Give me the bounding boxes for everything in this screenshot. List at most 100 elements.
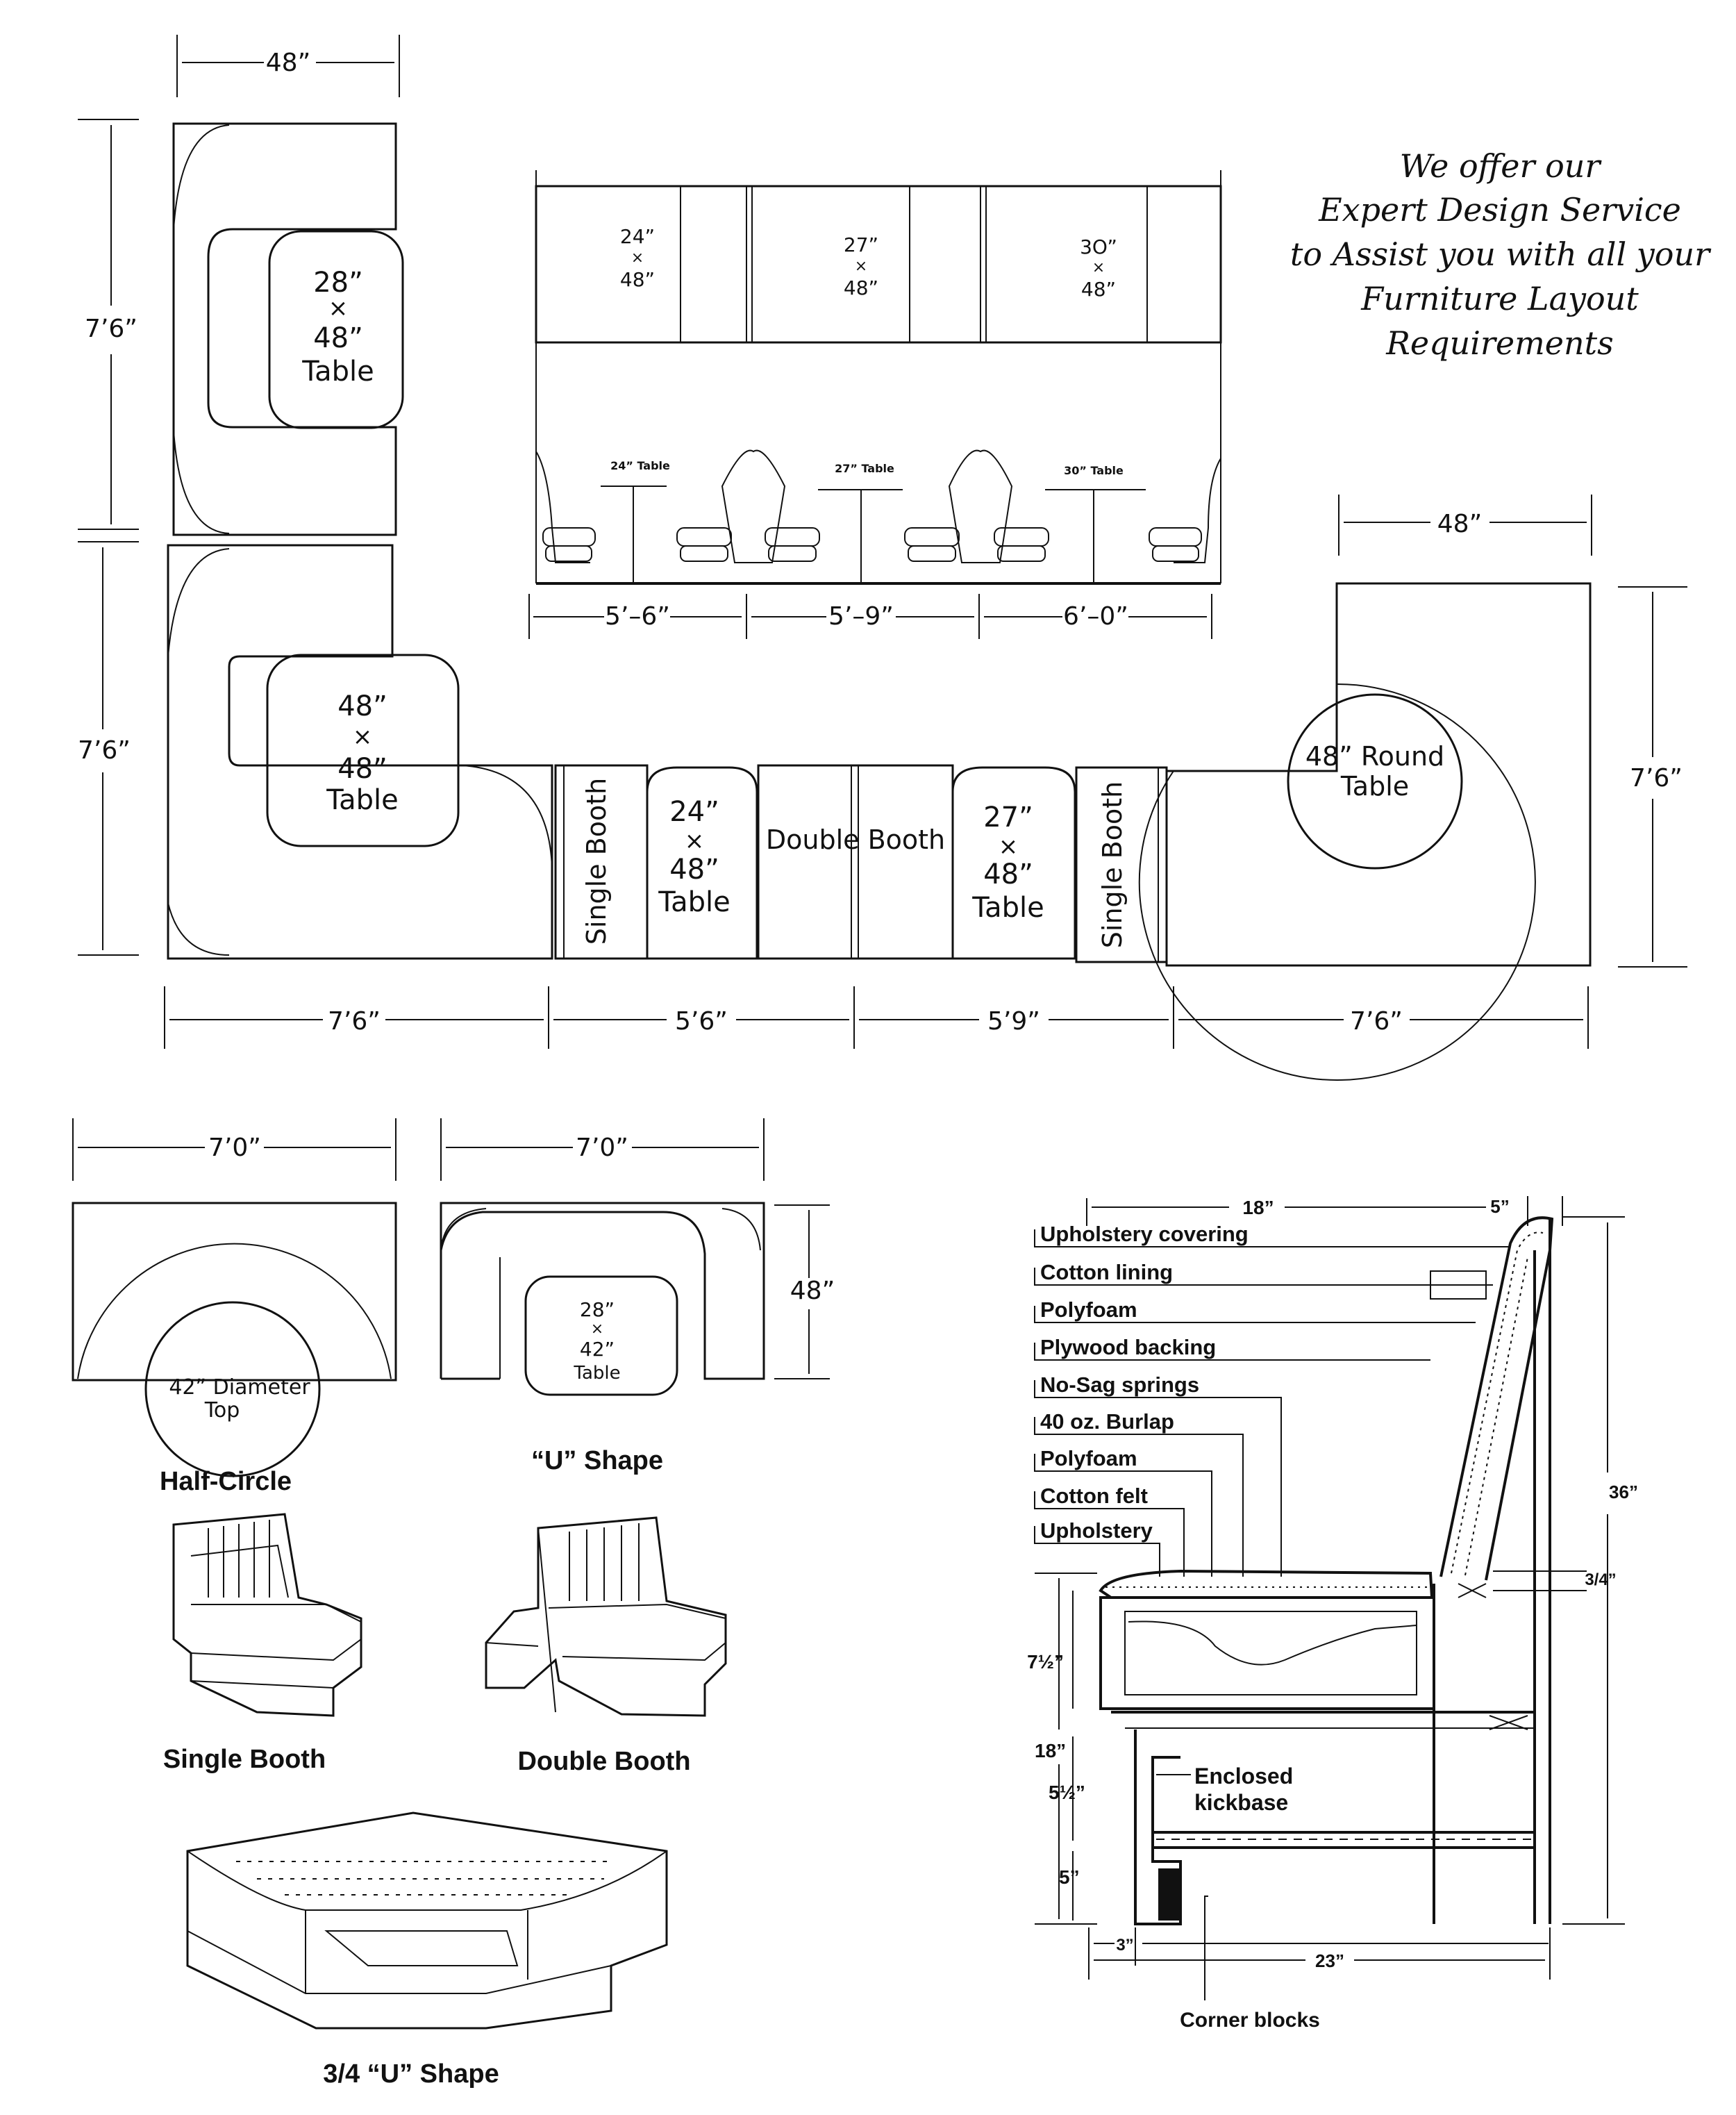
layer-label-7: Cotton felt xyxy=(1040,1484,1148,1508)
half-circle-top-label: 42” Diameter xyxy=(169,1375,310,1400)
floor-plan: 48” 7’6” 7’6” 28” × 48” Table 48” × 48” … xyxy=(78,35,1687,1081)
elev-t1-l3: 48” xyxy=(620,268,655,291)
u-shape-table xyxy=(524,1275,678,1396)
promo-line-1: We offer our xyxy=(1400,147,1603,185)
kickbase xyxy=(1134,1730,1182,1925)
double-booth-plan xyxy=(757,764,954,960)
dim-right-height: 7’6” xyxy=(1630,764,1683,793)
seat-box xyxy=(1099,1596,1435,1710)
elev-label-30: 30” Table xyxy=(1064,464,1124,477)
round-booth-outline xyxy=(1165,582,1592,967)
half-circle-caption: Half-Circle xyxy=(160,1467,292,1496)
layer-label-5: 40 oz. Burlap xyxy=(1040,1409,1174,1434)
half-circle-width: 7’0” xyxy=(208,1134,261,1162)
elev-t3-l1: 3O” xyxy=(1080,235,1117,258)
elev-dim-2: 5’–9” xyxy=(828,602,894,631)
elev-t2-l2: × xyxy=(855,258,867,275)
section-dim-plywood: 3/4” xyxy=(1585,1570,1616,1589)
double-booth-sketch: Double Booth xyxy=(485,1516,727,1776)
plywood-end xyxy=(1430,1270,1487,1300)
half-circle-table xyxy=(144,1301,321,1477)
layer-label-6: Polyfoam xyxy=(1040,1446,1137,1470)
layer-label-0: Upholstery covering xyxy=(1040,1222,1249,1246)
cross-section-detail: 18” 5” Upholstery covering Cotton lining… xyxy=(1027,1196,1638,2032)
three-quarter-u-sketch: 3/4 “U” Shape xyxy=(186,1811,668,2089)
elev-t3-l2: × xyxy=(1092,259,1105,276)
u-shape-table-l4: Table xyxy=(573,1363,620,1384)
corner-block xyxy=(1158,1868,1179,1921)
table-24-l2: × xyxy=(685,827,705,855)
elev-label-24: 24” Table xyxy=(610,459,670,472)
u-table-l1: 28” xyxy=(313,267,363,299)
section-dim-kick: 5½” xyxy=(1049,1782,1085,1803)
table-27-l1: 27” xyxy=(983,802,1033,833)
table-24-l4: Table xyxy=(658,886,730,918)
double-booth-label: Double Booth xyxy=(766,824,945,855)
promo-line-2: Expert Design Service xyxy=(1318,191,1681,229)
l-table-l4: Table xyxy=(326,784,398,816)
section-dim-base: 5” xyxy=(1059,1866,1080,1888)
elev-t1-l1: 24” xyxy=(620,225,655,248)
promo-line-5: Requirements xyxy=(1385,324,1613,362)
dim-left-lower: 7’6” xyxy=(78,736,131,765)
dim-bottom-4: 7’6” xyxy=(1350,1007,1403,1036)
round-table xyxy=(1287,693,1463,870)
dim-top-width: 48” xyxy=(266,49,310,77)
layer-label-3: Plywood backing xyxy=(1040,1335,1216,1359)
booth-elevation: 24” × 48” 27” × 48” 3O” × 48” xyxy=(528,170,1222,639)
u-shape-table-l3: 42” xyxy=(580,1338,615,1361)
promo-line-4: Furniture Layout xyxy=(1360,280,1639,317)
single-booth-right-label: Single Booth xyxy=(1097,781,1128,948)
dim-bottom-3: 5’9” xyxy=(987,1007,1040,1036)
elevation-plan-strip xyxy=(535,185,1222,344)
u-shape-booth: 7’0” 28” × 42” Table 48” “U” Shape xyxy=(440,1118,835,1475)
back-cushion xyxy=(1439,1216,1554,1581)
table-27-l2: × xyxy=(999,833,1019,861)
section-dim-total: 23” xyxy=(1315,1950,1344,1971)
elev-t1-l2: × xyxy=(631,249,644,267)
double-booth-caption: Double Booth xyxy=(517,1747,690,1776)
l-table xyxy=(266,654,460,847)
l-booth-outline xyxy=(167,544,553,960)
corner-blocks-label: Corner blocks xyxy=(1180,2009,1320,2032)
enclosed-label-2: kickbase xyxy=(1194,1790,1288,1815)
round-table-l2: Table xyxy=(1340,771,1409,802)
u-shape-caption: “U” Shape xyxy=(531,1446,663,1475)
base-rail xyxy=(1151,1831,1536,1849)
u-table-l4: Table xyxy=(301,356,374,388)
enclosed-label-1: Enclosed xyxy=(1194,1764,1293,1789)
table-24-l1: 24” xyxy=(669,796,719,828)
u-booth-outline xyxy=(172,122,397,536)
elev-label-27: 27” Table xyxy=(835,462,894,475)
l-table-l2: × xyxy=(353,723,373,751)
half-circle-top-label2: Top xyxy=(204,1398,240,1423)
seat-cushion xyxy=(1099,1569,1434,1599)
layer-label-4: No-Sag springs xyxy=(1040,1372,1199,1397)
half-circle-booth: 7’0” 42” Diameter Top Half-Circle xyxy=(72,1118,397,1496)
dim-right-width: 48” xyxy=(1437,510,1482,538)
section-dim-seat: 18” xyxy=(1242,1197,1274,1218)
section-dim-toe: 3” xyxy=(1116,1936,1133,1955)
table-27-l3: 48” xyxy=(983,859,1033,890)
promo-text: We offer our Expert Design Service to As… xyxy=(1290,147,1712,362)
elev-t2-l1: 27” xyxy=(844,233,878,256)
three-quarter-u-caption: 3/4 “U” Shape xyxy=(323,2059,499,2089)
layer-label-8: Upholstery xyxy=(1040,1518,1153,1543)
u-shape-width: 7’0” xyxy=(576,1134,628,1162)
table-24-plan xyxy=(646,766,758,960)
section-dim-height: 36” xyxy=(1609,1482,1638,1502)
l-table-l1: 48” xyxy=(337,690,387,722)
u-shape-depth: 48” xyxy=(790,1277,835,1305)
dim-bottom-1: 7’6” xyxy=(328,1007,381,1036)
layer-label-1: Cotton lining xyxy=(1040,1260,1173,1284)
elev-dim-1: 5’–6” xyxy=(605,602,670,631)
u-table-l3: 48” xyxy=(313,322,363,354)
single-booth-left-label: Single Booth xyxy=(581,778,612,945)
section-dim-seat-depth: 7½” xyxy=(1027,1651,1064,1673)
elev-t3-l3: 48” xyxy=(1081,278,1116,301)
table-27-plan xyxy=(951,766,1076,960)
table-24-l3: 48” xyxy=(669,854,719,886)
section-dim-seat-height: 18” xyxy=(1035,1740,1066,1761)
section-dim-back: 5” xyxy=(1490,1196,1509,1217)
